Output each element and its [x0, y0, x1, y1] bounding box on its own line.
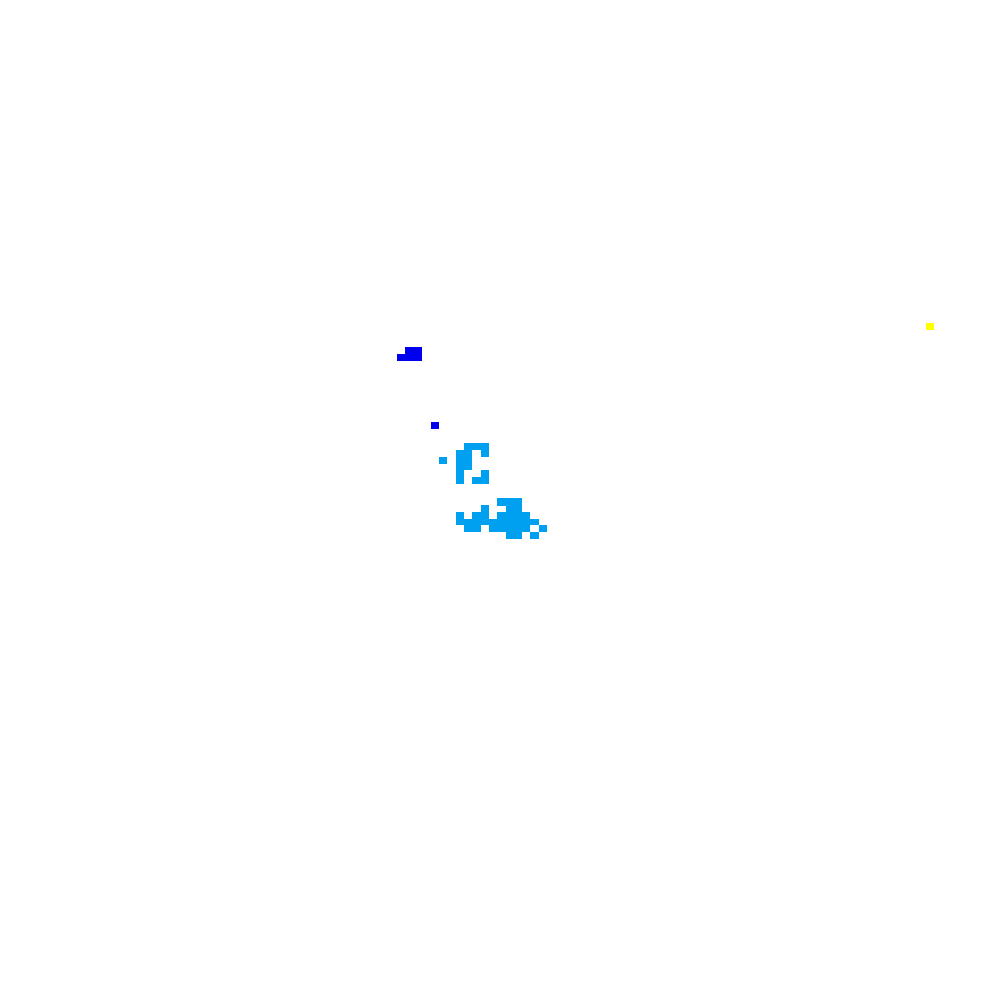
dark-blue-dot — [431, 422, 439, 429]
light-blue-c-shape — [439, 443, 489, 484]
light-blue-cluster — [456, 498, 547, 539]
dark-blue-blob — [397, 347, 422, 361]
yellow-dot — [926, 323, 934, 330]
